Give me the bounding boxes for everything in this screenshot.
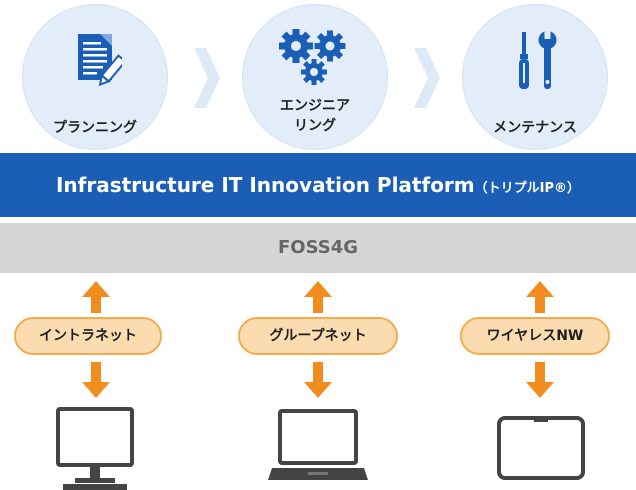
platform-bar: Infrastructure IT Innovation Platform（トリ… — [0, 153, 636, 217]
network-pill-groupnet: グループネット — [238, 317, 398, 355]
tools-icon — [519, 30, 557, 89]
phase-engineering: エンジニア リング — [242, 4, 388, 150]
arrow-up-icon — [82, 281, 110, 313]
arrow-up-icon — [526, 281, 554, 313]
arrow-up-icon — [304, 281, 332, 313]
phase-planning: プランニング — [22, 4, 168, 150]
chevron-right-icon — [194, 48, 220, 108]
phase-label: エンジニア リング — [280, 98, 350, 134]
document-pen-icon — [78, 34, 122, 87]
platform-suffix: （トリプルIP®） — [474, 181, 581, 196]
gears-icon — [279, 29, 346, 85]
tablet-icon — [497, 416, 585, 480]
network-pill-intranet: イントラネット — [14, 317, 162, 355]
network-pill-wireless: ワイヤレスNW — [460, 317, 610, 355]
laptop-icon — [268, 409, 368, 480]
phase-label: メンテナンス — [493, 120, 577, 136]
foss-label: FOSS4G — [277, 237, 358, 258]
platform-title: Infrastructure IT Innovation Platform（トリ… — [55, 173, 581, 197]
foss-bar: FOSS4G — [0, 223, 636, 273]
desktop-monitor-icon — [56, 407, 134, 490]
arrow-down-icon — [304, 362, 332, 398]
phase-maintenance: メンテナンス — [462, 4, 608, 150]
arrow-down-icon — [526, 362, 554, 398]
arrow-down-icon — [82, 362, 110, 398]
chevron-right-icon — [414, 48, 440, 108]
phase-label: プランニング — [53, 120, 137, 136]
